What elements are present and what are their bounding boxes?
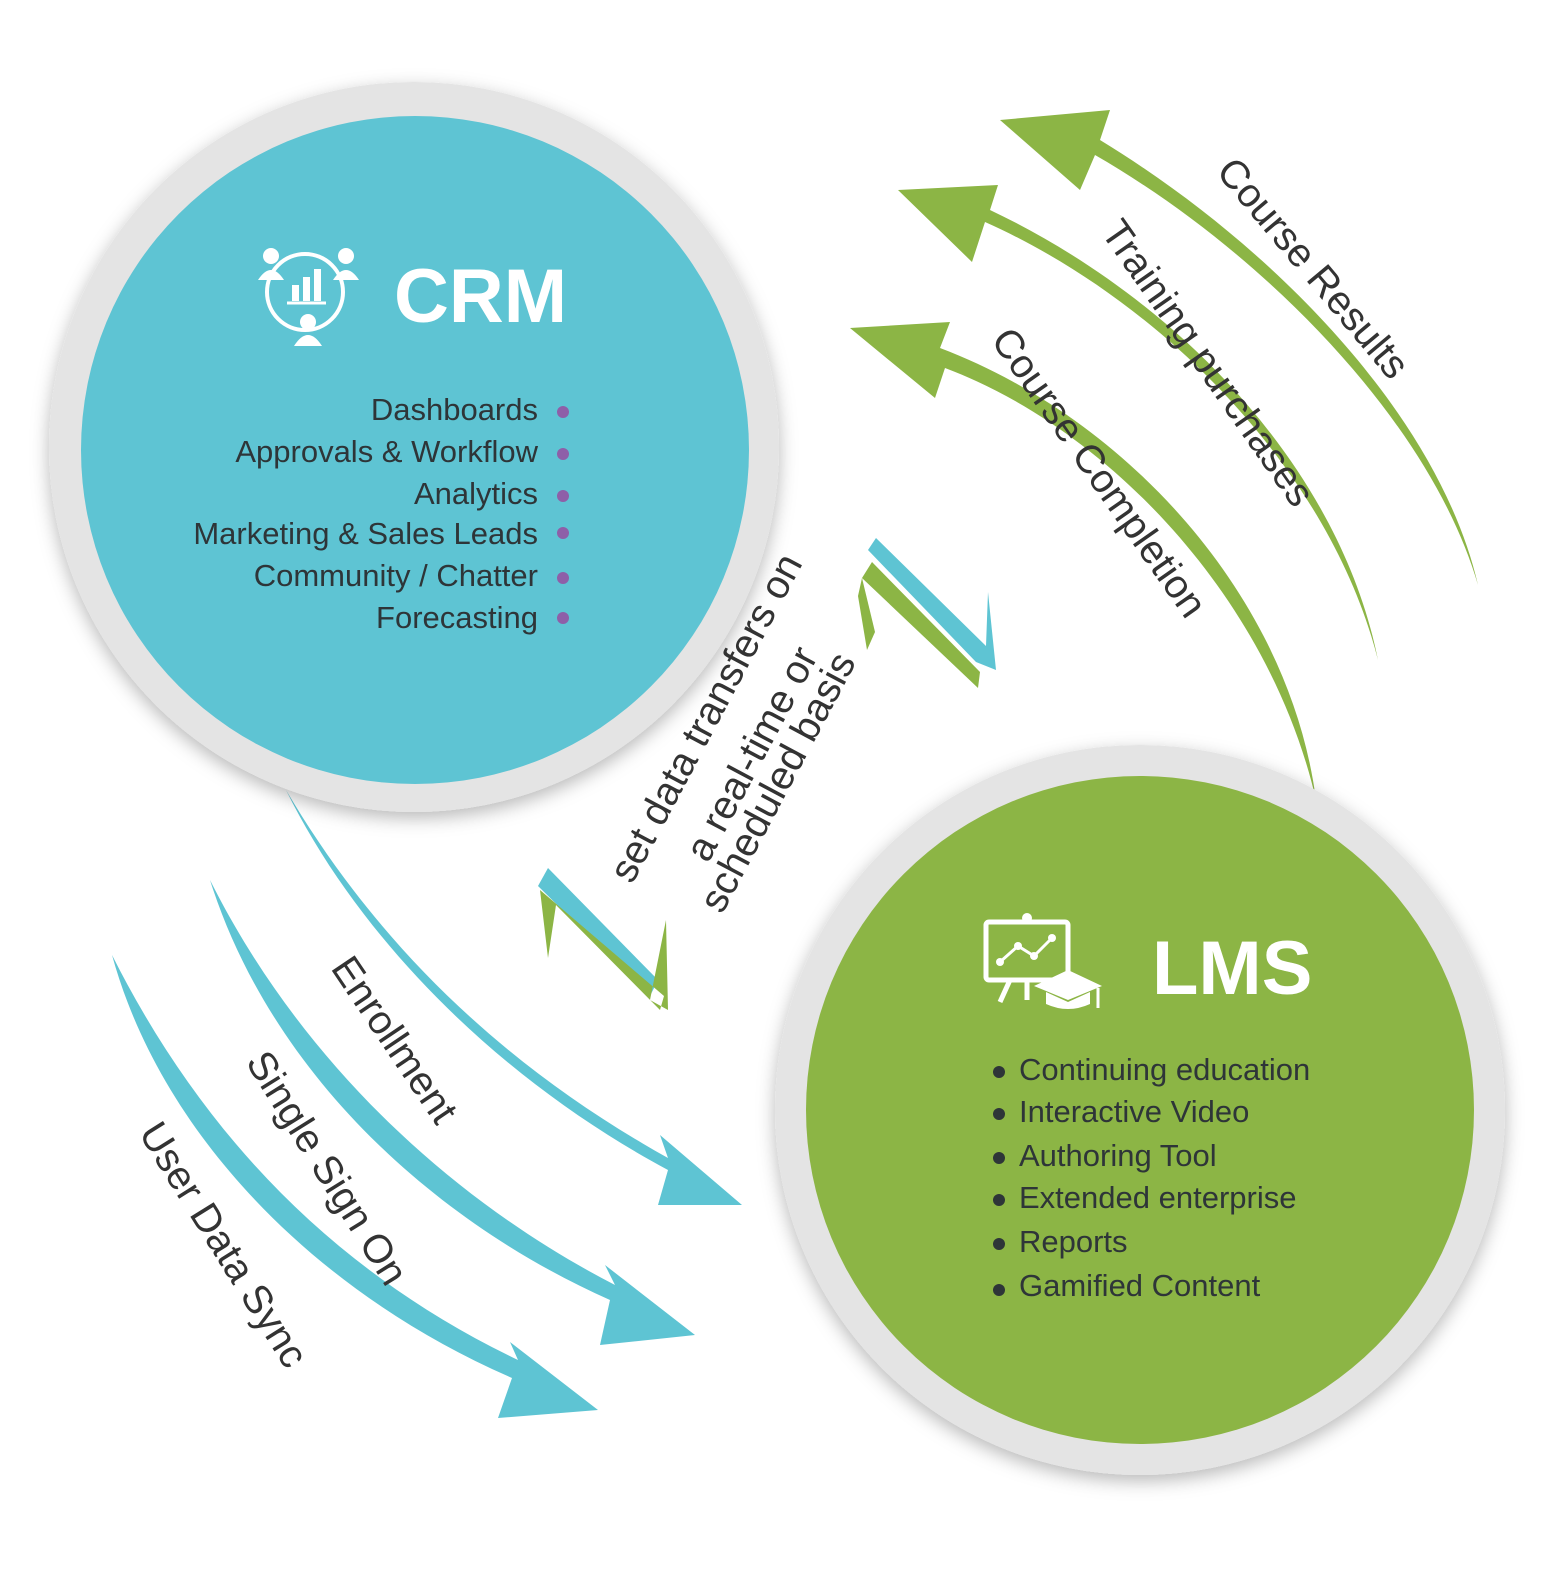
sync-arrow-lower-blue	[538, 868, 658, 996]
crm-item-marketing: Marketing & Sales Leads	[193, 516, 538, 551]
lms-bullets	[993, 1066, 1005, 1296]
lms-feature-list: Continuing education Interactive Video A…	[993, 1052, 1310, 1303]
label-course-completion: Course Completion	[983, 320, 1215, 626]
crm-node: CRM Dashboards Approvals & Workflow Anal…	[49, 82, 779, 812]
green-arrows-to-crm	[850, 110, 1478, 800]
lms-disc	[806, 776, 1474, 1444]
lms-item-continuing-education: Continuing education	[1019, 1052, 1310, 1087]
sync-arrow-upper-green-tail	[858, 578, 875, 650]
presentation-graduation-icon	[983, 913, 1102, 1009]
crm-item-community: Community / Chatter	[254, 558, 538, 593]
crm-item-analytics: Analytics	[414, 476, 538, 511]
crm-item-forecasting: Forecasting	[376, 600, 538, 635]
course-results-arrow	[1000, 110, 1478, 585]
blue-arrows-to-lms	[112, 790, 742, 1418]
sync-arrow-upper-blue	[868, 538, 996, 670]
sync-arrow-upper-green	[862, 562, 980, 688]
crm-item-approvals: Approvals & Workflow	[235, 434, 538, 469]
lms-item-authoring-tool: Authoring Tool	[1019, 1138, 1217, 1173]
lms-title: LMS	[1152, 926, 1312, 1011]
people-chart-icon	[258, 248, 359, 346]
single-sign-on-arrow	[210, 880, 695, 1345]
crm-item-dashboards: Dashboards	[371, 392, 538, 427]
sync-zigzag-arrows	[538, 538, 996, 1010]
crm-bullets	[557, 406, 569, 624]
crm-title: CRM	[394, 254, 567, 339]
lms-item-interactive-video: Interactive Video	[1019, 1094, 1249, 1129]
crm-feature-list: Dashboards Approvals & Workflow Analytic…	[193, 392, 569, 635]
crm-disc	[81, 116, 749, 784]
lms-item-extended-enterprise: Extended enterprise	[1019, 1180, 1296, 1215]
sync-arrow-lower-green	[540, 890, 668, 1010]
training-purchases-arrow	[898, 185, 1378, 660]
lms-node: LMS Continuing education Interactive Vid…	[775, 745, 1505, 1475]
lms-item-reports: Reports	[1019, 1224, 1128, 1259]
lms-item-gamified-content: Gamified Content	[1019, 1268, 1261, 1303]
label-course-results: Course Results	[1208, 150, 1417, 388]
